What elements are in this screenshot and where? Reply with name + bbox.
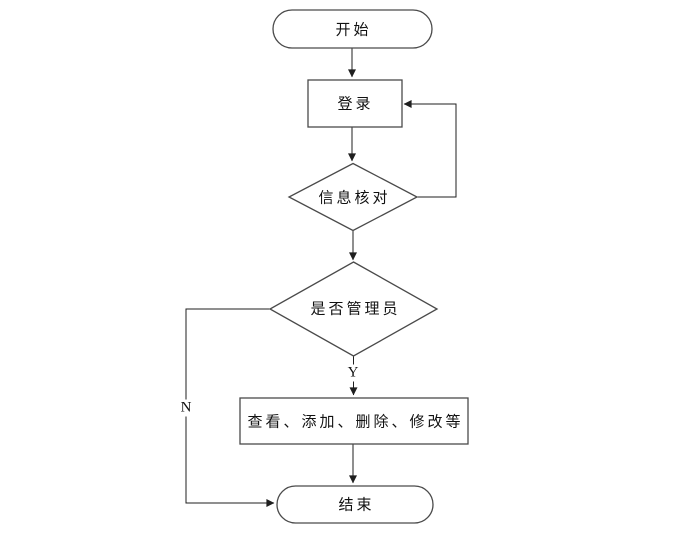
verify-decision-shape	[287, 162, 419, 232]
end-label: 结束	[338, 497, 375, 514]
yes-edge-label: Y	[344, 364, 362, 382]
edge-verify-retry-to-login	[403, 100, 457, 198]
login-label: 登录	[337, 96, 374, 113]
verify-label: 信息核对	[318, 190, 391, 207]
admin-decision-shape	[268, 261, 439, 357]
start-label: 开始	[335, 22, 372, 39]
start-terminator-shape	[272, 9, 433, 49]
admin-decision-label: 是否管理员	[310, 301, 401, 318]
admin-ops-label: 查看、添加、删除、修改等	[247, 414, 464, 431]
shapes	[239, 9, 469, 524]
end-terminator-shape	[276, 485, 434, 524]
admin-ops-process-shape	[239, 397, 469, 445]
login-process-shape	[307, 79, 403, 128]
no-edge-label: N	[177, 399, 195, 417]
